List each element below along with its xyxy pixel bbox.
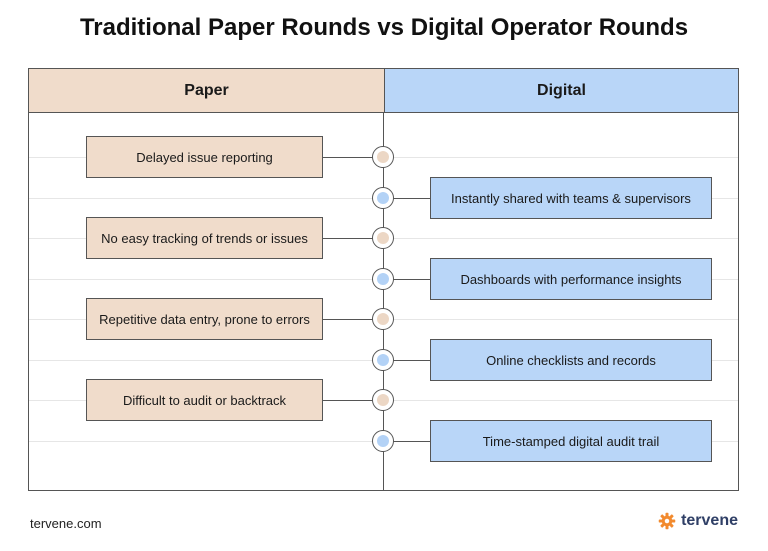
connector-line: [384, 441, 430, 442]
timeline-node: [372, 389, 394, 411]
brand-name: tervene: [681, 512, 738, 529]
paper-item: Difficult to audit or backtrack: [86, 379, 323, 421]
timeline-node: [372, 349, 394, 371]
timeline-node: [372, 430, 394, 452]
comparison-table: Paper Digital Delayed issue reporting In…: [28, 68, 739, 491]
connector-line: [323, 238, 383, 239]
connector-line: [384, 279, 430, 280]
timeline-node: [372, 308, 394, 330]
connector-line: [323, 319, 383, 320]
paper-item: Repetitive data entry, prone to errors: [86, 298, 323, 340]
paper-column-header: Paper: [29, 69, 384, 113]
connector-line: [384, 360, 430, 361]
paper-item: No easy tracking of trends or issues: [86, 217, 323, 259]
timeline-node: [372, 187, 394, 209]
digital-column-header: Digital: [384, 69, 738, 113]
connector-line: [323, 400, 383, 401]
connector-line: [323, 157, 383, 158]
brand-logo: tervene: [658, 512, 738, 530]
paper-item: Delayed issue reporting: [86, 136, 323, 178]
digital-item: Online checklists and records: [430, 339, 712, 381]
digital-item: Instantly shared with teams & supervisor…: [430, 177, 712, 219]
gear-icon: [658, 512, 676, 530]
website-link[interactable]: tervene.com: [30, 516, 102, 531]
timeline-node: [372, 227, 394, 249]
digital-item: Time-stamped digital audit trail: [430, 420, 712, 462]
center-divider: [383, 113, 384, 490]
digital-item: Dashboards with performance insights: [430, 258, 712, 300]
diagram-title: Traditional Paper Rounds vs Digital Oper…: [79, 14, 689, 41]
connector-line: [384, 198, 430, 199]
timeline-node: [372, 146, 394, 168]
timeline-node: [372, 268, 394, 290]
